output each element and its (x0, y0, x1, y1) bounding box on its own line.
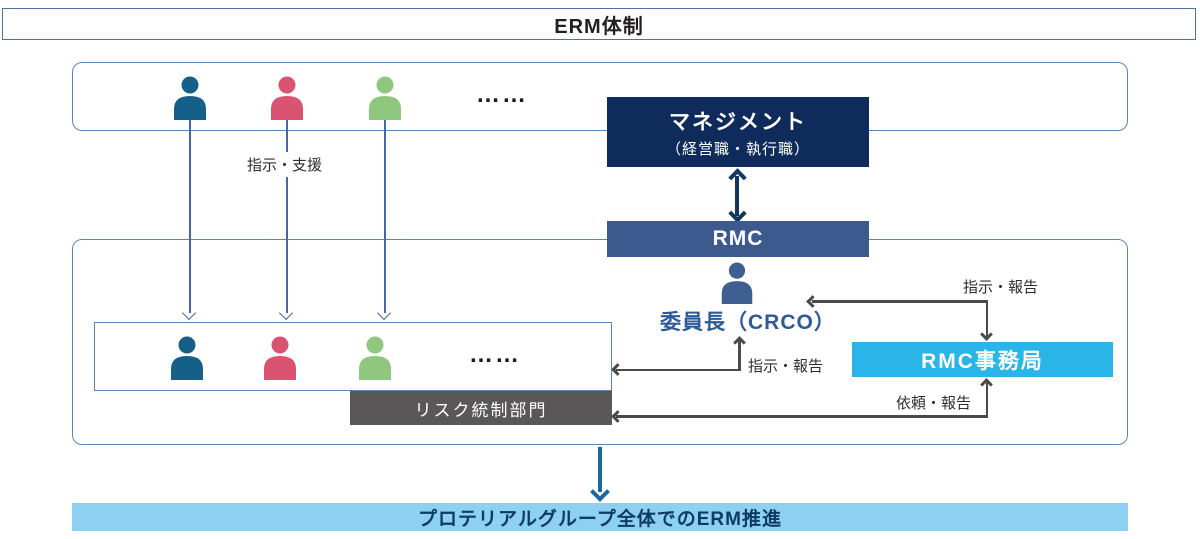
arrow-line-2 (286, 119, 288, 313)
management-box: マネジメント （経営職・執行職） (607, 97, 869, 167)
ellipsis-dots-lower: …… (469, 341, 521, 368)
footer-bar: プロテリアルグループ全体でのERM推進 (72, 503, 1128, 531)
risk-control-label: リスク統制部門 (414, 400, 548, 420)
management-subtitle: （経営職・執行職） (665, 140, 810, 158)
chairman-divisions-vline (738, 340, 741, 371)
office-risk-vline (985, 382, 988, 417)
management-title: マネジメント (669, 110, 807, 134)
person-icon-green-lower (357, 336, 393, 380)
instruct-support-label: 指示・支援 (243, 152, 327, 177)
office-chairman-hline (812, 300, 988, 303)
rmc-office-label: RMC事務局 (921, 349, 1044, 373)
person-icon-blue-lower (169, 336, 205, 380)
person-icon-green (367, 76, 403, 120)
rmc-box: RMC (607, 221, 869, 257)
rmc-label: RMC (712, 227, 764, 250)
arrow-line-3 (384, 119, 386, 313)
risk-control-box: リスク統制部門 (350, 391, 612, 425)
chairman-label: 委員長（CRCO） (660, 311, 836, 334)
rmc-office-box: RMC事務局 (852, 342, 1113, 377)
office-chairman-arrow-label: 指示・報告 (963, 279, 1039, 296)
diagram-title: ERM体制 (554, 15, 644, 38)
diagram-title-bar: ERM体制 (2, 8, 1196, 40)
office-chairman-vline (985, 300, 988, 337)
ellipsis-dots-top: …… (476, 81, 528, 108)
chairman-divisions-hline (616, 368, 741, 371)
arrow-line-1 (189, 119, 191, 313)
arrow-down-icon-rmc (728, 204, 747, 223)
office-risk-arrow-label: 依頼・報告 (896, 395, 972, 412)
person-icon-red (269, 76, 305, 120)
person-icon-chairman (718, 262, 756, 304)
person-icon-red-lower (262, 336, 298, 380)
office-risk-hline (616, 415, 988, 418)
footer-label: プロテリアルグループ全体でのERM推進 (418, 508, 782, 530)
arrow-down-icon-footer (590, 482, 610, 502)
chairman-divisions-arrow-label: 指示・報告 (748, 358, 824, 375)
top-group-box (72, 62, 1128, 131)
footer-arrow-line (598, 447, 602, 492)
person-icon-blue (172, 76, 208, 120)
management-rmc-arrow-line (735, 176, 739, 216)
arrow-up-icon-management (728, 168, 747, 187)
